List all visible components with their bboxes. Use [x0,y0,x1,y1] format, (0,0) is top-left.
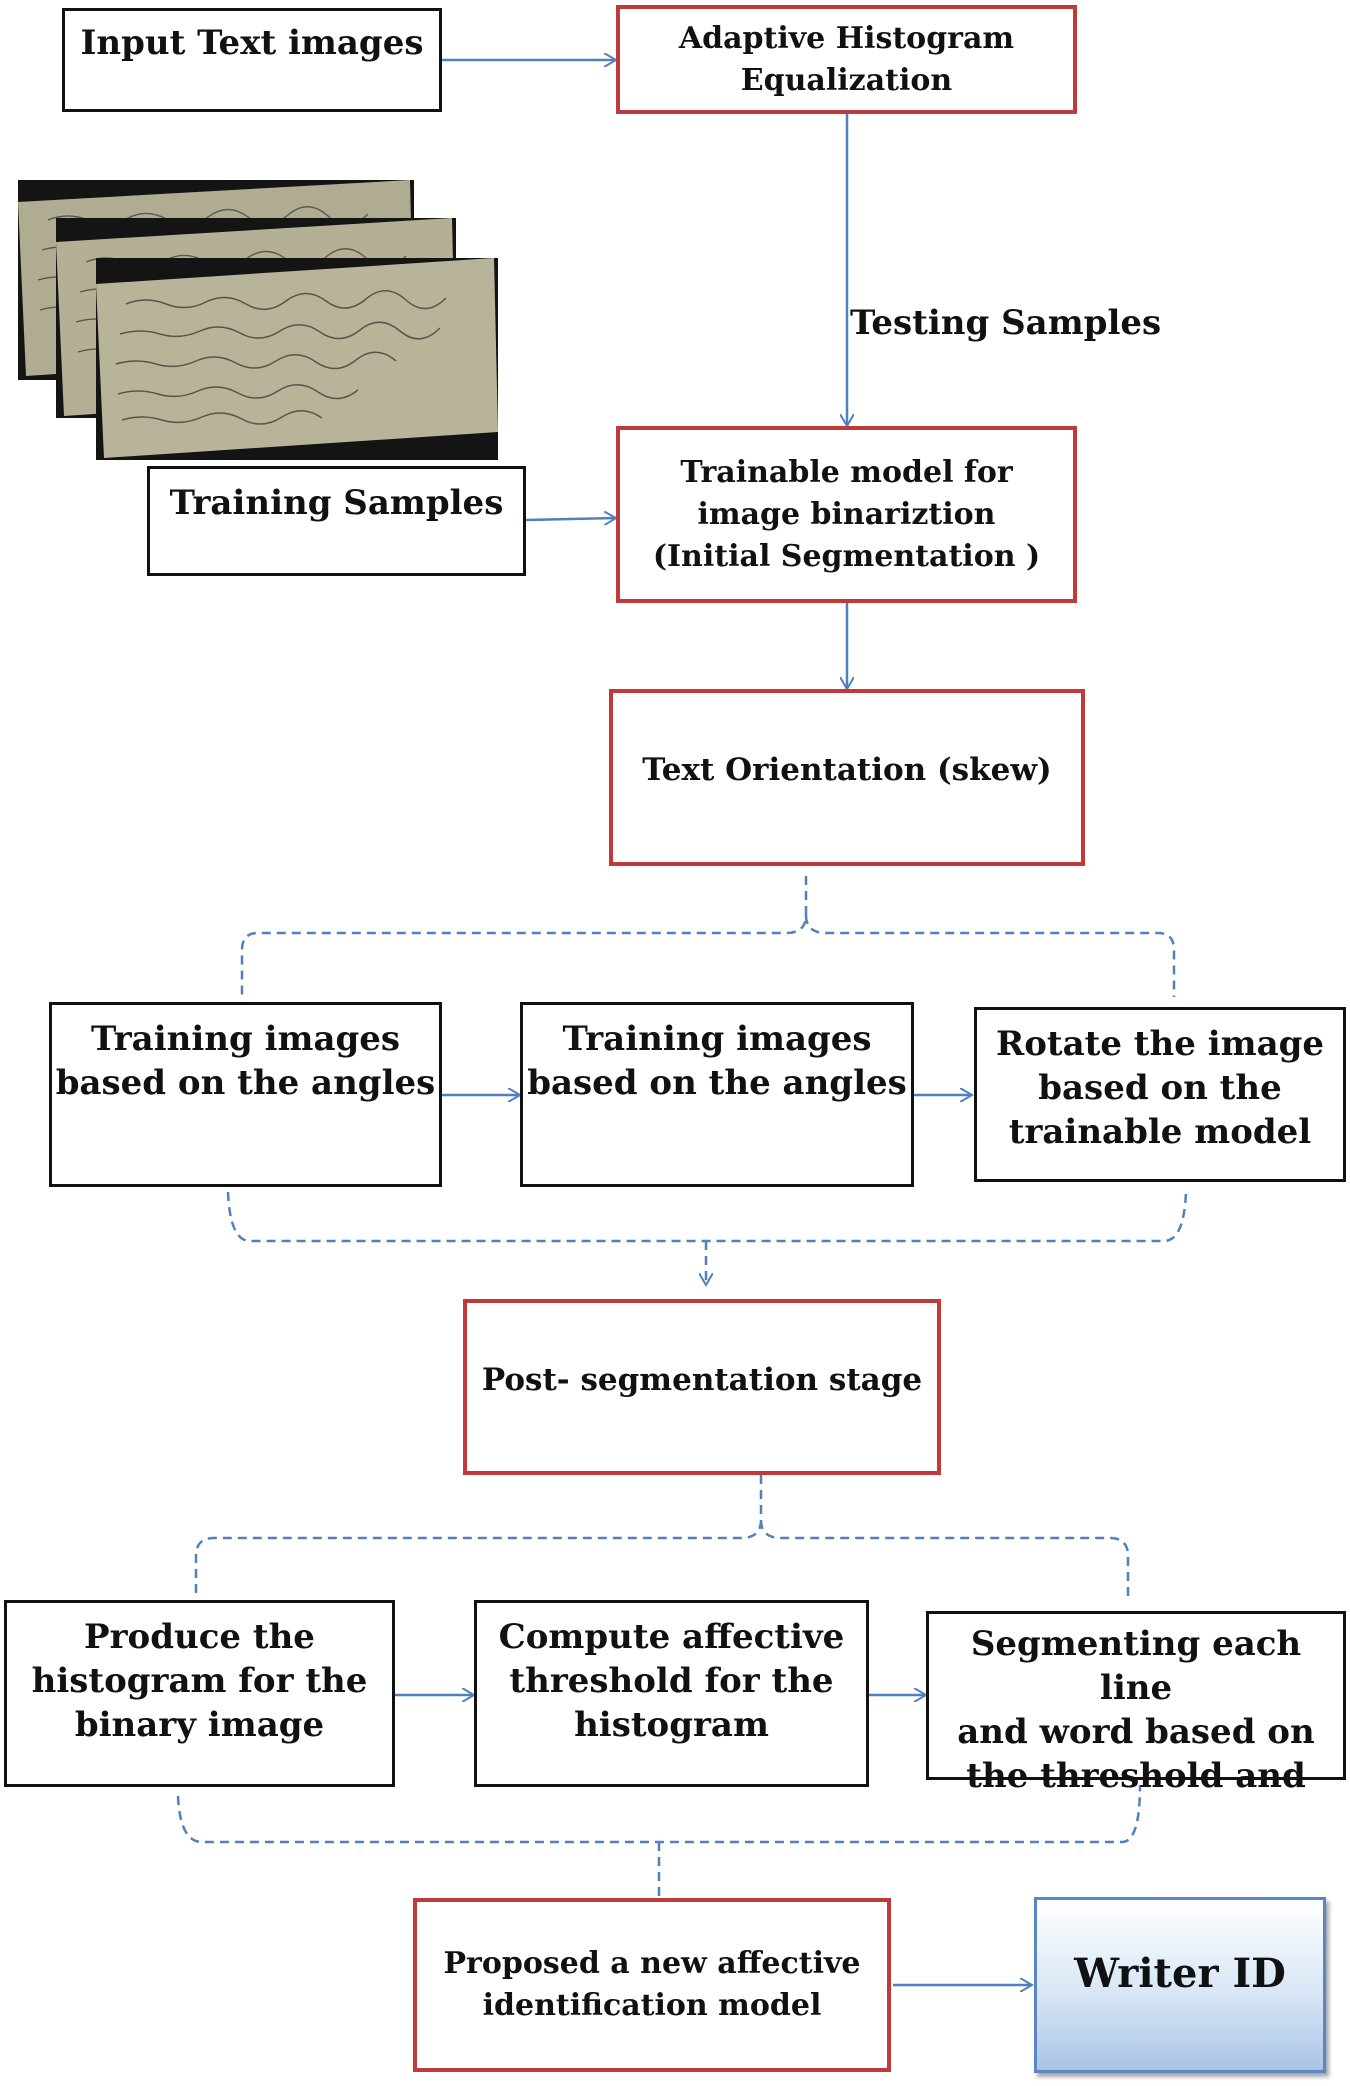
writer-id-box: Writer ID [1034,1897,1326,2073]
training-samples-box: Training Samples [147,466,526,576]
input-text-images-box: Input Text images [62,8,442,112]
produce-histogram-box: Produce the histogram for the binary ima… [4,1600,395,1787]
training-images-angles-box-1: Training images based on the angles [49,1002,442,1187]
testing-samples-label: Testing Samples [850,303,1162,343]
segmenting-lines-words-box: Segmenting each line and word based on t… [926,1611,1346,1796]
adaptive-histogram-equalization-box: Adaptive Histogram Equalization [616,5,1077,114]
rotate-image-box: Rotate the image based on the trainable … [974,1007,1346,1182]
compute-threshold-box: Compute affective threshold for the hist… [474,1600,869,1787]
handwriting-sample-image [18,180,498,460]
arrow-training-samples-to-trainable [525,518,616,520]
handwriting-sample-stack [18,180,498,460]
training-images-angles-box-2: Training images based on the angles [520,1002,914,1187]
text-orientation-box: Text Orientation (skew) [609,689,1085,866]
proposed-identification-model-box: Proposed a new affective identification … [413,1898,891,2072]
trainable-binarization-model-box: Trainable model for image binariztion (I… [616,426,1077,603]
brace-angles-merge [226,1191,1188,1285]
brace-segment-merge [176,1784,1142,1896]
post-segmentation-stage-box: Post- segmentation stage [463,1299,941,1475]
brace-orientation-split [240,876,1176,997]
brace-post-split [194,1475,1130,1596]
